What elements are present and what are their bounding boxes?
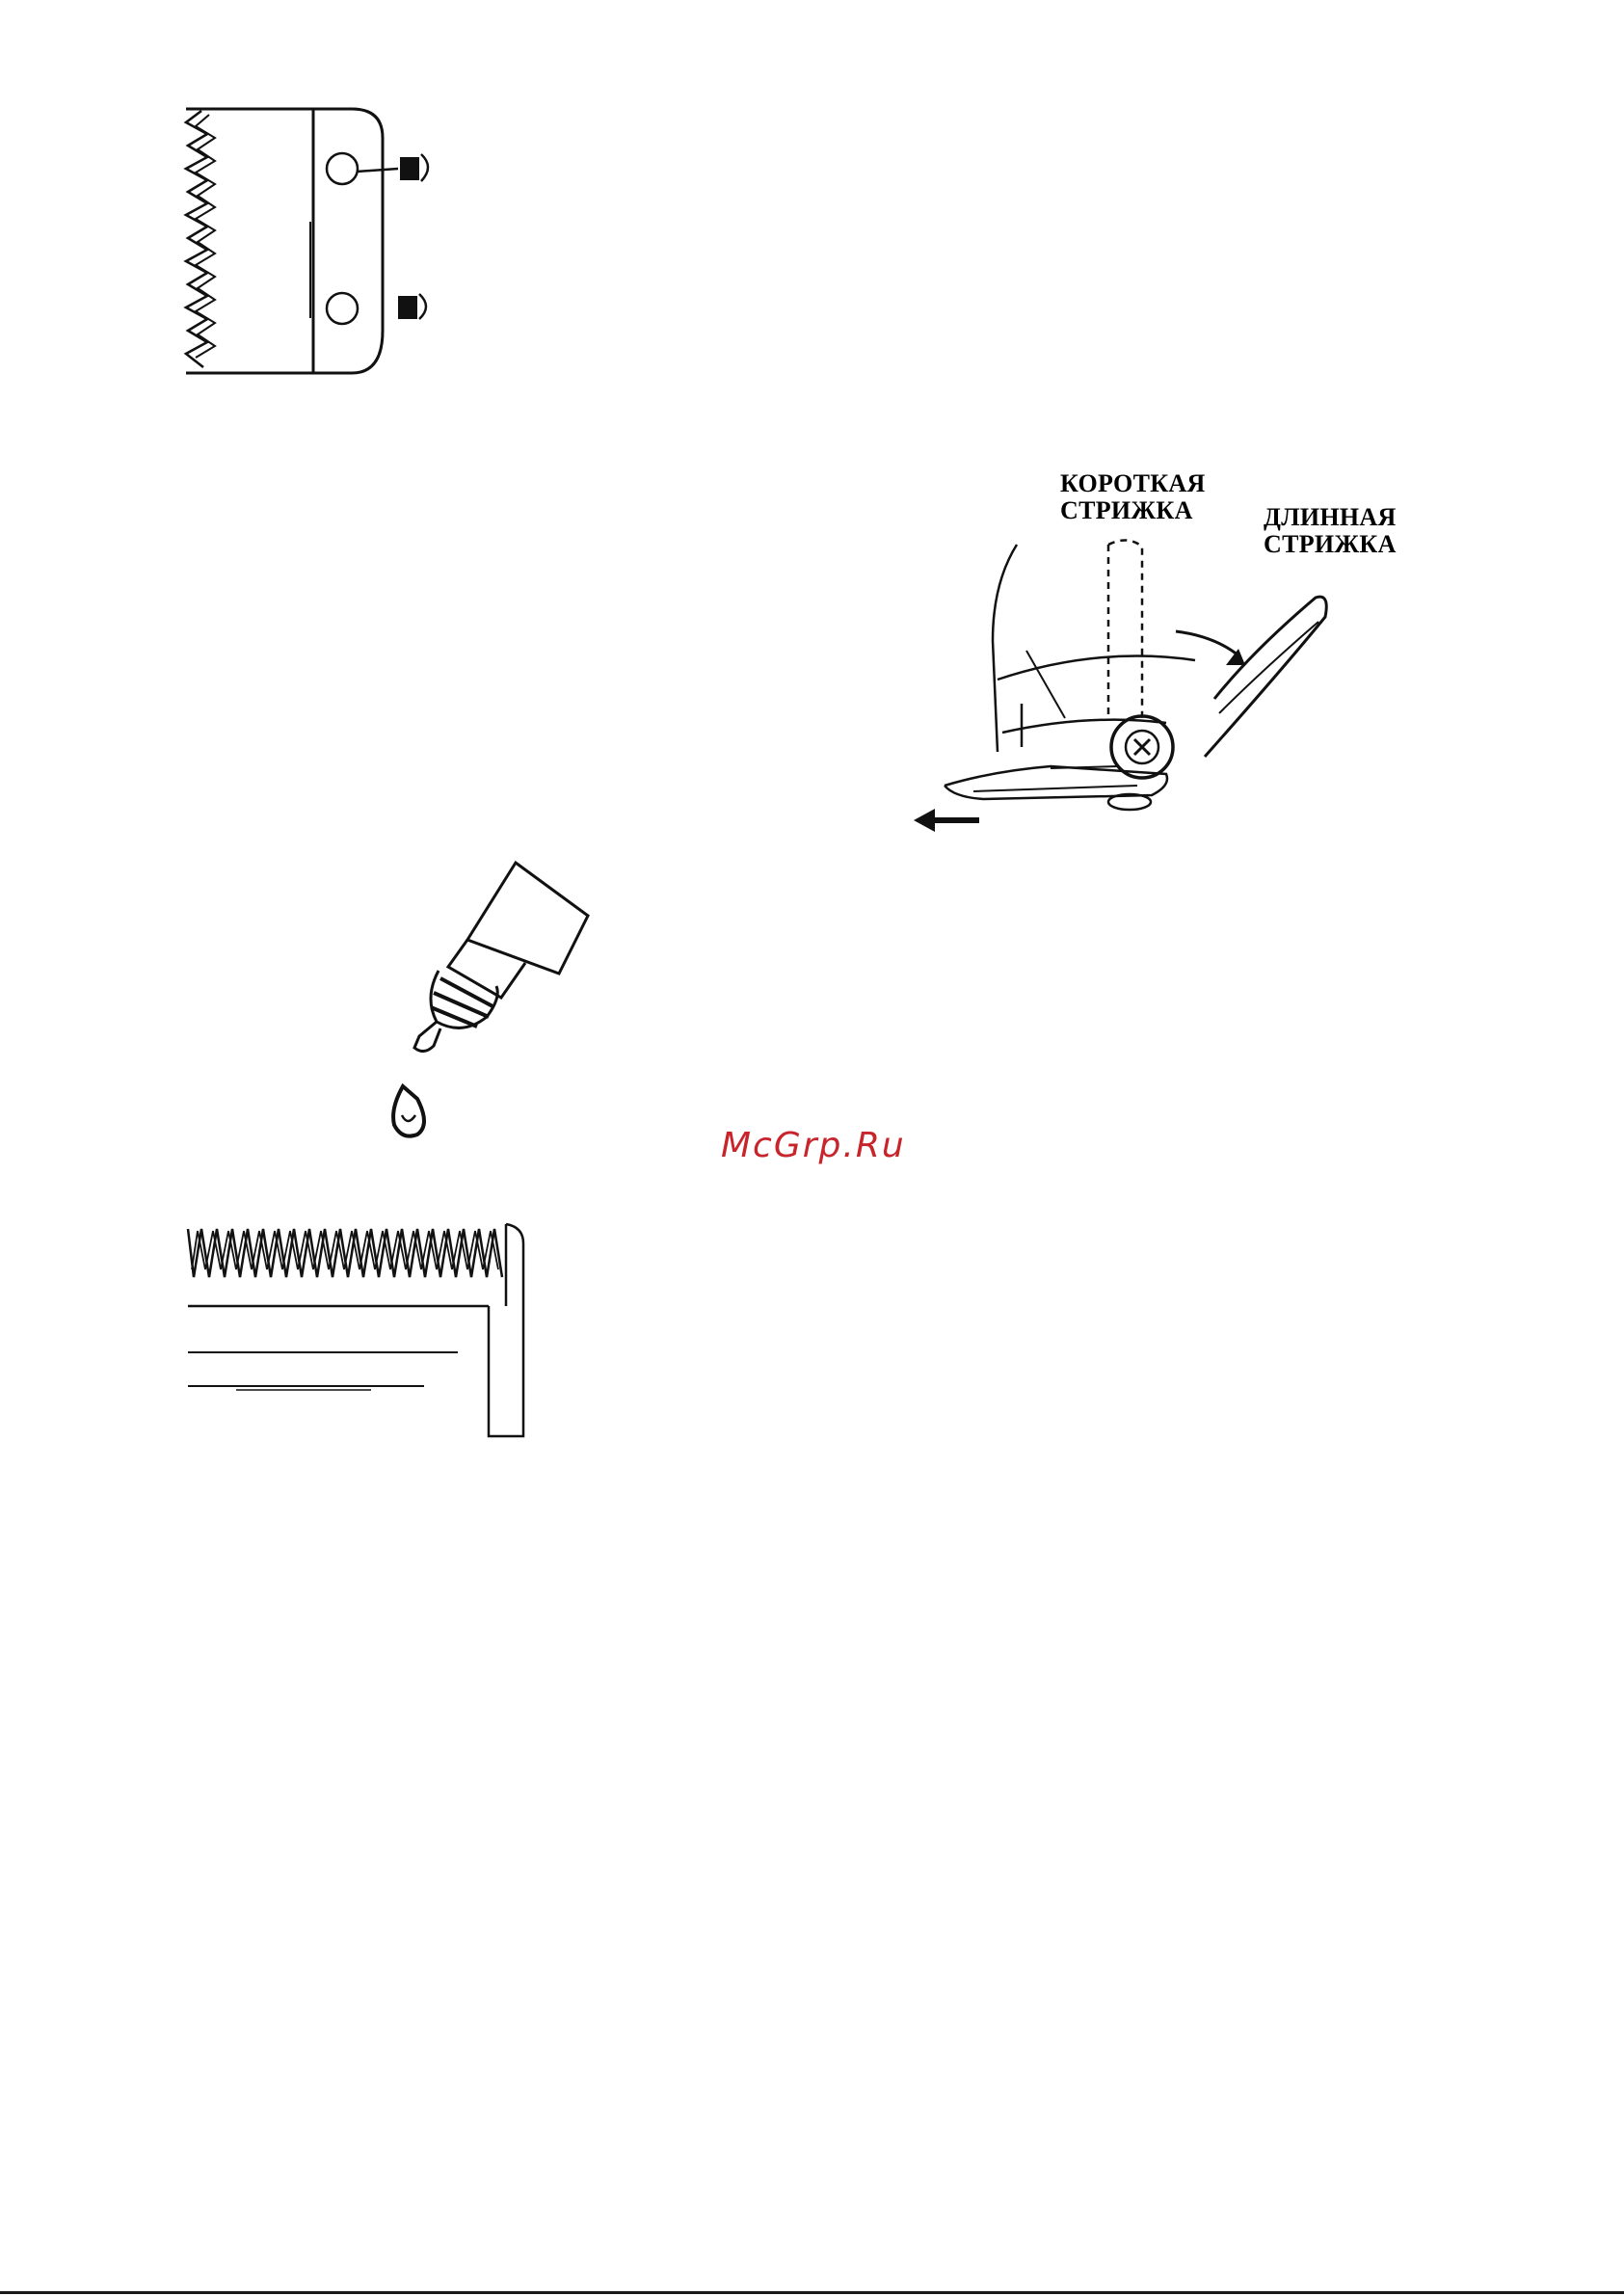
clipper-lever-drawing [906, 525, 1330, 843]
watermark: McGrp.Ru [721, 1126, 906, 1165]
blade-screws-figure [178, 101, 448, 381]
oil-bottle-figure [381, 863, 602, 1157]
blade-teeth-drawing [178, 1210, 525, 1441]
clipper-lever-figure [906, 525, 1330, 843]
long-cut-label: ДЛИННАЯ СТРИЖКА [1264, 504, 1397, 558]
blade-screws-drawing [178, 101, 448, 381]
short-cut-label: КОРОТКАЯ СТРИЖКА [1060, 470, 1206, 524]
blade-teeth-figure [178, 1210, 525, 1441]
oil-bottle-drawing [381, 863, 602, 1157]
bottom-rule [0, 2291, 1624, 2294]
